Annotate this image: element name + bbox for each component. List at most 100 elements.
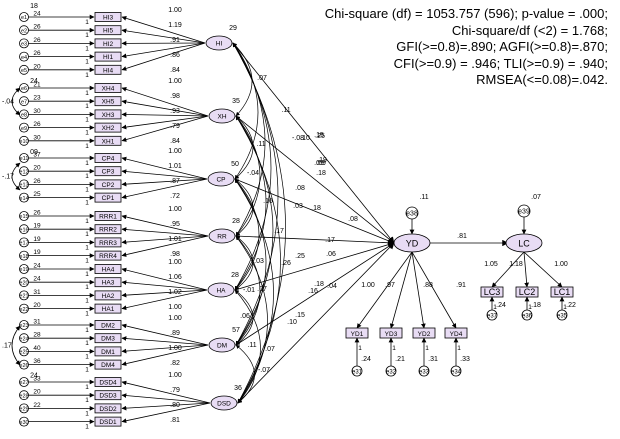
indicator-box xyxy=(94,12,122,22)
indicator-box xyxy=(94,333,122,344)
latent-variance-label: 29 xyxy=(229,25,237,32)
correlated-error-label: .17 xyxy=(2,343,12,350)
latent-ellipse xyxy=(208,337,236,353)
error-label: e29 xyxy=(19,407,28,413)
error-label: e14 xyxy=(19,196,28,202)
error-circle xyxy=(19,303,29,314)
loading-path xyxy=(121,402,211,424)
error-variance-label: 20 xyxy=(33,302,41,309)
error-circle xyxy=(19,377,29,387)
error-circle xyxy=(19,83,29,93)
indicator-box xyxy=(94,303,122,314)
structural-path-label: .08 xyxy=(348,216,358,223)
fit-index-line: GFI(>=0.8)=.890; AGFI(>=0.8)=.870; xyxy=(396,39,608,54)
error-label: e2 xyxy=(21,28,27,34)
error-label: e25 xyxy=(19,350,28,356)
error-circle xyxy=(385,365,397,377)
fixed-path-label: 1 xyxy=(85,311,89,318)
covariance-arc xyxy=(234,235,254,291)
covariance-label: .06 xyxy=(240,313,250,320)
indicator-label: LC3 xyxy=(484,287,501,297)
fixed-path-label: 1 xyxy=(85,271,89,278)
loading-label: 1.00 xyxy=(361,282,375,289)
error-circle xyxy=(19,122,29,133)
indicator-label: RRR3 xyxy=(99,240,117,247)
covariance-label: .03 xyxy=(293,203,303,210)
error-variance-label: .21 xyxy=(395,356,405,363)
covariance-label: .07 xyxy=(257,75,267,82)
fixed-path-label: 1 xyxy=(85,244,89,251)
covariance-arc xyxy=(232,42,259,180)
loading-path xyxy=(411,251,457,329)
loading-label: 1.00 xyxy=(168,148,182,155)
indicator-label: CP3 xyxy=(102,169,115,176)
loading-path xyxy=(121,289,208,311)
covariance-label: -.07 xyxy=(258,367,270,374)
error-label: e19 xyxy=(19,267,28,273)
indicator-label: HA2 xyxy=(102,293,115,300)
error-circle xyxy=(19,346,29,357)
indicator-label: RRR2 xyxy=(99,227,117,234)
fixed-path-label: 1 xyxy=(85,19,89,26)
covariance-arc xyxy=(232,42,253,117)
loading-path xyxy=(121,336,209,346)
indicator-label: DSD3 xyxy=(99,393,117,400)
loading-path xyxy=(121,169,208,180)
loading-label: 1.18 xyxy=(509,261,523,268)
indicator-box xyxy=(515,286,539,298)
loading-label: .79 xyxy=(170,123,180,130)
error-variance-label: 19 xyxy=(33,249,41,256)
fit-index-line: Chi-square (df) = 1053.757 (596); p-valu… xyxy=(324,6,608,21)
error-variance-label: 33 xyxy=(33,376,41,383)
error-circle xyxy=(450,365,462,377)
fixed-path-label: 1 xyxy=(85,327,89,334)
error-variance-label: 36 xyxy=(33,358,41,365)
covariance-label: .07 xyxy=(257,286,267,293)
error-circle xyxy=(19,320,29,330)
group-top-value: 18 xyxy=(30,3,38,10)
loading-label: 1.00 xyxy=(168,259,182,266)
indicator-box xyxy=(94,320,122,330)
error-label: e30 xyxy=(19,420,28,426)
error-label: e4 xyxy=(21,55,27,61)
error-circle xyxy=(19,25,29,36)
error-label: e31 xyxy=(352,369,363,375)
error-circle xyxy=(418,365,430,377)
fit-indices-box: Chi-square (df) = 1053.757 (596); p-valu… xyxy=(280,6,608,89)
error-label: e17 xyxy=(19,241,28,247)
indicator-box xyxy=(94,109,122,120)
structural-path xyxy=(235,115,395,244)
latent-label: HA xyxy=(216,288,226,295)
error-variance-label: 20 xyxy=(33,165,41,172)
fixed-path-label: 1 xyxy=(85,186,89,193)
structural-path xyxy=(234,178,395,244)
fixed-path-label: 1 xyxy=(85,410,89,417)
error-circle xyxy=(19,166,29,177)
indicator-label: HI5 xyxy=(103,28,114,35)
loading-path xyxy=(411,251,426,329)
error-variance-label: 20 xyxy=(33,389,41,396)
structural-path-label: .10 xyxy=(287,319,297,326)
covariance-label: .11 xyxy=(256,141,265,148)
latent-label: LC xyxy=(518,239,530,249)
fixed-path-label: 1 xyxy=(493,304,497,311)
indicator-box xyxy=(94,83,122,93)
indicator-box xyxy=(94,403,122,414)
loading-path xyxy=(356,251,413,329)
covariance-label: .17 xyxy=(274,228,284,235)
latent-ellipse xyxy=(208,228,236,244)
path-labels: .07.11.10.09-.08.11.15.18-.04.16.03.17.1… xyxy=(2,3,576,431)
error-label: e12 xyxy=(19,169,28,175)
indicator-label: CP2 xyxy=(102,182,115,189)
fixed-path-label: 1 xyxy=(85,143,89,150)
correlated-error-arc xyxy=(11,162,21,191)
fixed-path-label: 1 xyxy=(85,367,89,374)
error-variance-label: 22 xyxy=(33,402,41,409)
indicator-box xyxy=(480,286,504,298)
indicator-box xyxy=(94,390,122,401)
error-circle xyxy=(19,51,29,62)
indicator-label: YD4 xyxy=(450,331,463,338)
indicator-label: HI4 xyxy=(103,67,114,74)
indicator-label: RRR1 xyxy=(99,214,117,221)
error-label: e8 xyxy=(21,113,27,119)
